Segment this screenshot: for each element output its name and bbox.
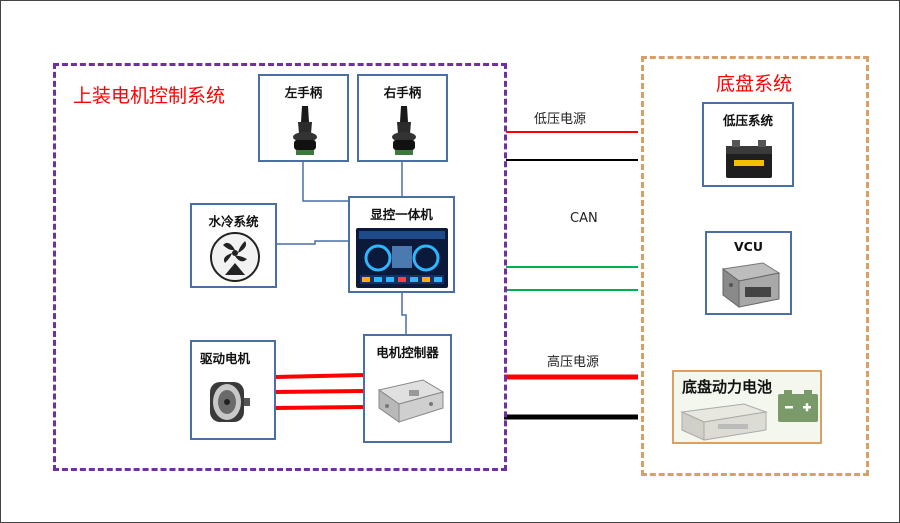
drive-motor-title: 驱动电机 — [200, 351, 251, 366]
motor-controller-node: 电机控制器 — [363, 334, 452, 443]
controller-connector — [401, 292, 407, 334]
motor-icon — [210, 382, 250, 422]
low-voltage-power-label: 低压电源 — [534, 112, 587, 127]
fan-icon — [210, 232, 260, 282]
low-voltage-system-title: 低压系统 — [722, 113, 773, 128]
chassis-group-title: 底盘系统 — [716, 73, 793, 95]
upper-group-title: 上装电机控制系统 — [73, 85, 226, 107]
high-voltage-power-label: 高压电源 — [547, 355, 600, 370]
battery-icon — [778, 390, 818, 422]
water-cooling-node: 水冷系统 — [190, 203, 277, 288]
left-handle-node: 左手柄 — [258, 74, 349, 162]
water-cooling-title: 水冷系统 — [208, 214, 259, 229]
vcu-node: VCU — [705, 231, 792, 315]
controller-housing-icon — [377, 379, 445, 423]
chassis-battery-title: 底盘动力电池 — [682, 378, 773, 396]
right-handle-title: 右手柄 — [383, 85, 422, 100]
joystick-icon — [293, 106, 317, 155]
chassis-battery-node: 底盘动力电池 — [672, 370, 822, 444]
chassis-group — [641, 56, 869, 476]
motor-controller-title: 电机控制器 — [376, 345, 439, 360]
joystick-icon — [392, 106, 416, 155]
low-voltage-system-node: 低压系统 — [702, 102, 794, 187]
display-control-unit-title: 显控一体机 — [370, 207, 433, 222]
vcu-title: VCU — [734, 239, 763, 254]
phase-cable — [274, 373, 364, 379]
phase-cable — [274, 389, 364, 394]
phase-cable — [274, 405, 364, 410]
battery-pack-icon — [680, 403, 768, 441]
display-control-unit-node: 显控一体机 — [348, 196, 455, 293]
battery-12v-icon — [726, 140, 772, 178]
cooling-connector — [277, 240, 349, 245]
vcu-module-icon — [721, 262, 781, 308]
display-screen-icon — [356, 228, 448, 288]
drive-motor-node: 驱动电机 — [190, 340, 276, 440]
right-handle-node: 右手柄 — [357, 74, 448, 162]
can-label: CAN — [570, 211, 598, 226]
upper-motor-control-group — [53, 63, 507, 471]
left-handle-title: 左手柄 — [284, 85, 323, 100]
